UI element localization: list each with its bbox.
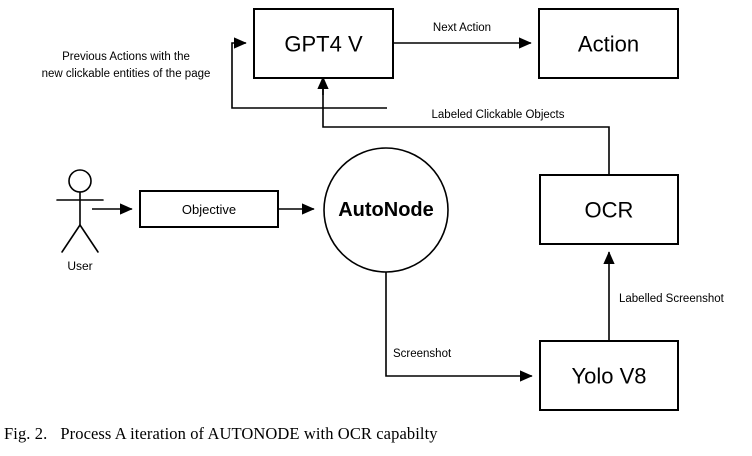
edge-labelled-screenshot-label: Labelled Screenshot — [619, 293, 725, 305]
node-objective-box[interactable] — [139, 190, 279, 228]
node-action-box[interactable] — [538, 8, 679, 79]
actor-user-label: User — [67, 259, 92, 273]
node-yolo-box[interactable] — [539, 340, 679, 411]
edge-previous-actions: Previous Actions with the new clickable … — [42, 37, 387, 109]
node-ocr-box[interactable] — [539, 174, 679, 245]
node-action[interactable]: Action — [538, 8, 679, 79]
edge-previous-actions-label-line2: new clickable entities of the page — [42, 68, 211, 80]
figure-caption-text: Process A iteration of AUTONODE with OCR… — [60, 424, 438, 443]
user-right-leg-icon — [79, 224, 99, 253]
figure-caption-number: Fig. 2. — [4, 424, 48, 443]
figure-caption: Fig. 2. Process A iteration of AUTONODE w… — [4, 424, 748, 444]
node-yolo[interactable]: Yolo V8 — [539, 340, 679, 411]
node-objective-label: Objective — [182, 202, 236, 217]
edge-screenshot: Screenshot — [385, 272, 533, 382]
edge-next-action-label: Next Action — [433, 22, 491, 34]
edge-screenshot-line — [385, 272, 533, 382]
actor-user[interactable]: User — [56, 169, 104, 273]
edge-previous-actions-line — [231, 37, 387, 109]
node-autonode-circle[interactable] — [323, 147, 449, 273]
node-autonode-label: AutoNode — [338, 199, 434, 221]
edge-previous-actions-label-line1: Previous Actions with the — [62, 51, 190, 63]
node-ocr[interactable]: OCR — [539, 174, 679, 245]
user-left-leg-icon — [61, 224, 81, 253]
node-gpt4v-label: GPT4 V — [284, 32, 363, 57]
edge-screenshot-label: Screenshot — [393, 348, 452, 360]
node-ocr-label: OCR — [585, 198, 634, 223]
node-gpt4v[interactable]: GPT4 V — [253, 8, 394, 79]
node-autonode[interactable]: AutoNode — [323, 147, 449, 273]
node-gpt4v-box[interactable] — [253, 8, 394, 79]
user-head-icon — [68, 169, 92, 193]
node-objective[interactable]: Objective — [139, 190, 279, 228]
edge-labeled-clickable-objects: Labeled Clickable Objects — [317, 60, 610, 175]
node-action-label: Action — [578, 32, 639, 57]
edge-labelled-screenshot: Labelled Screenshot — [603, 251, 725, 341]
node-yolo-label: Yolo V8 — [571, 364, 646, 389]
edge-labeled-clickable-objects-label: Labeled Clickable Objects — [432, 109, 565, 121]
edge-next-action: Next Action — [393, 22, 532, 49]
